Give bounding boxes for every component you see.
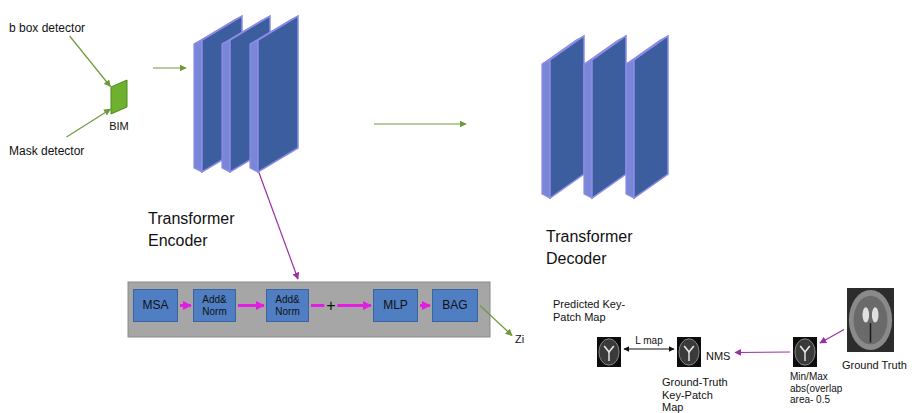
edge-label-wrap: L map — [633, 330, 664, 348]
node-text: b box detector — [9, 22, 85, 36]
connector — [70, 36, 111, 87]
layer-box: MSA — [133, 289, 178, 322]
nms-label: NMS — [705, 345, 732, 360]
node-shape — [847, 288, 894, 352]
connector — [735, 351, 790, 353]
label-wrap: Ground-Truth Key-Patch Map — [662, 376, 737, 413]
map-thumbnail: Ground-Truth Key-Patch Map — [677, 337, 701, 367]
brain-thumbnail — [597, 337, 621, 367]
bim-sheet: BIM — [108, 80, 130, 114]
node-label: Predicted Key-Patch Map — [553, 298, 633, 323]
layer-box: BAG — [432, 289, 478, 322]
node-label: Transformer Encoder — [148, 208, 248, 251]
ground-truth-image: Ground Truth — [847, 288, 894, 352]
node-text: NMS — [706, 350, 730, 363]
connector — [480, 306, 512, 336]
encoder-stack: Transformer Encoder — [192, 14, 302, 174]
label-wrap: Ground Truth — [842, 355, 914, 373]
node-shape — [793, 337, 817, 367]
map-thumbnail: Predicted Key-Patch Map — [597, 337, 621, 367]
node-label: BIM — [109, 120, 129, 133]
brain-thumbnail — [677, 337, 701, 367]
node-shape — [540, 34, 668, 200]
brain-scan — [847, 288, 894, 352]
node-shape — [108, 80, 130, 114]
edge-label: L map — [633, 335, 664, 347]
input-label: b box detector — [8, 17, 87, 33]
band-fill — [128, 282, 490, 337]
box-text: MLP — [383, 299, 408, 313]
node-label: Ground-Truth Key-Patch Map — [662, 376, 737, 413]
slab — [584, 36, 626, 198]
node-label: Transformer Decoder — [546, 226, 646, 269]
box-text: MSA — [142, 299, 168, 313]
label-wrap: Min/Max abs(overlap area- 0.5 — [790, 371, 852, 407]
node-text: Zi — [515, 333, 524, 346]
box-text: Add& Norm — [269, 294, 306, 317]
connector — [180, 304, 191, 307]
edge-label: + — [324, 296, 337, 314]
connector — [311, 304, 371, 307]
node-shape — [677, 337, 701, 367]
layer-box: Add& Norm — [193, 289, 236, 322]
label-wrap: Transformer Decoder — [546, 226, 646, 269]
decoder-stack: Transformer Decoder — [540, 34, 668, 200]
slab — [542, 36, 584, 198]
edge-label-wrap: + — [324, 296, 337, 314]
connector — [238, 304, 264, 307]
connector — [67, 109, 111, 137]
node-label: Min/Max abs(overlap area- 0.5 — [790, 371, 852, 406]
output-label: Zi — [514, 328, 526, 343]
box-text: Add& Norm — [196, 294, 233, 317]
connector — [820, 330, 844, 343]
node-shape — [597, 337, 621, 367]
connector — [153, 67, 186, 68]
label-wrap: Predicted Key-Patch Map — [553, 298, 633, 325]
slab — [250, 16, 298, 172]
layer-box: MLP — [373, 289, 418, 322]
encoder-block-band: MSA Add& Norm Add& Norm MLP BAG — [128, 282, 490, 337]
label-wrap: BIM — [99, 116, 139, 134]
bim-shape — [111, 80, 127, 114]
label-wrap: Transformer Encoder — [148, 208, 248, 251]
connector — [624, 349, 674, 350]
input-label: Mask detector — [8, 140, 86, 156]
node-label: Ground Truth — [842, 359, 907, 372]
brain-thumbnail — [793, 337, 817, 367]
layer-box: Add& Norm — [266, 289, 309, 322]
node-shape — [192, 14, 302, 174]
node-text: Mask detector — [9, 145, 84, 159]
connector — [258, 170, 298, 279]
connector — [420, 304, 430, 307]
map-thumbnail: Min/Max abs(overlap area- 0.5 — [793, 337, 817, 367]
slab — [626, 36, 668, 198]
connector — [374, 123, 466, 124]
box-text: BAG — [442, 299, 467, 313]
